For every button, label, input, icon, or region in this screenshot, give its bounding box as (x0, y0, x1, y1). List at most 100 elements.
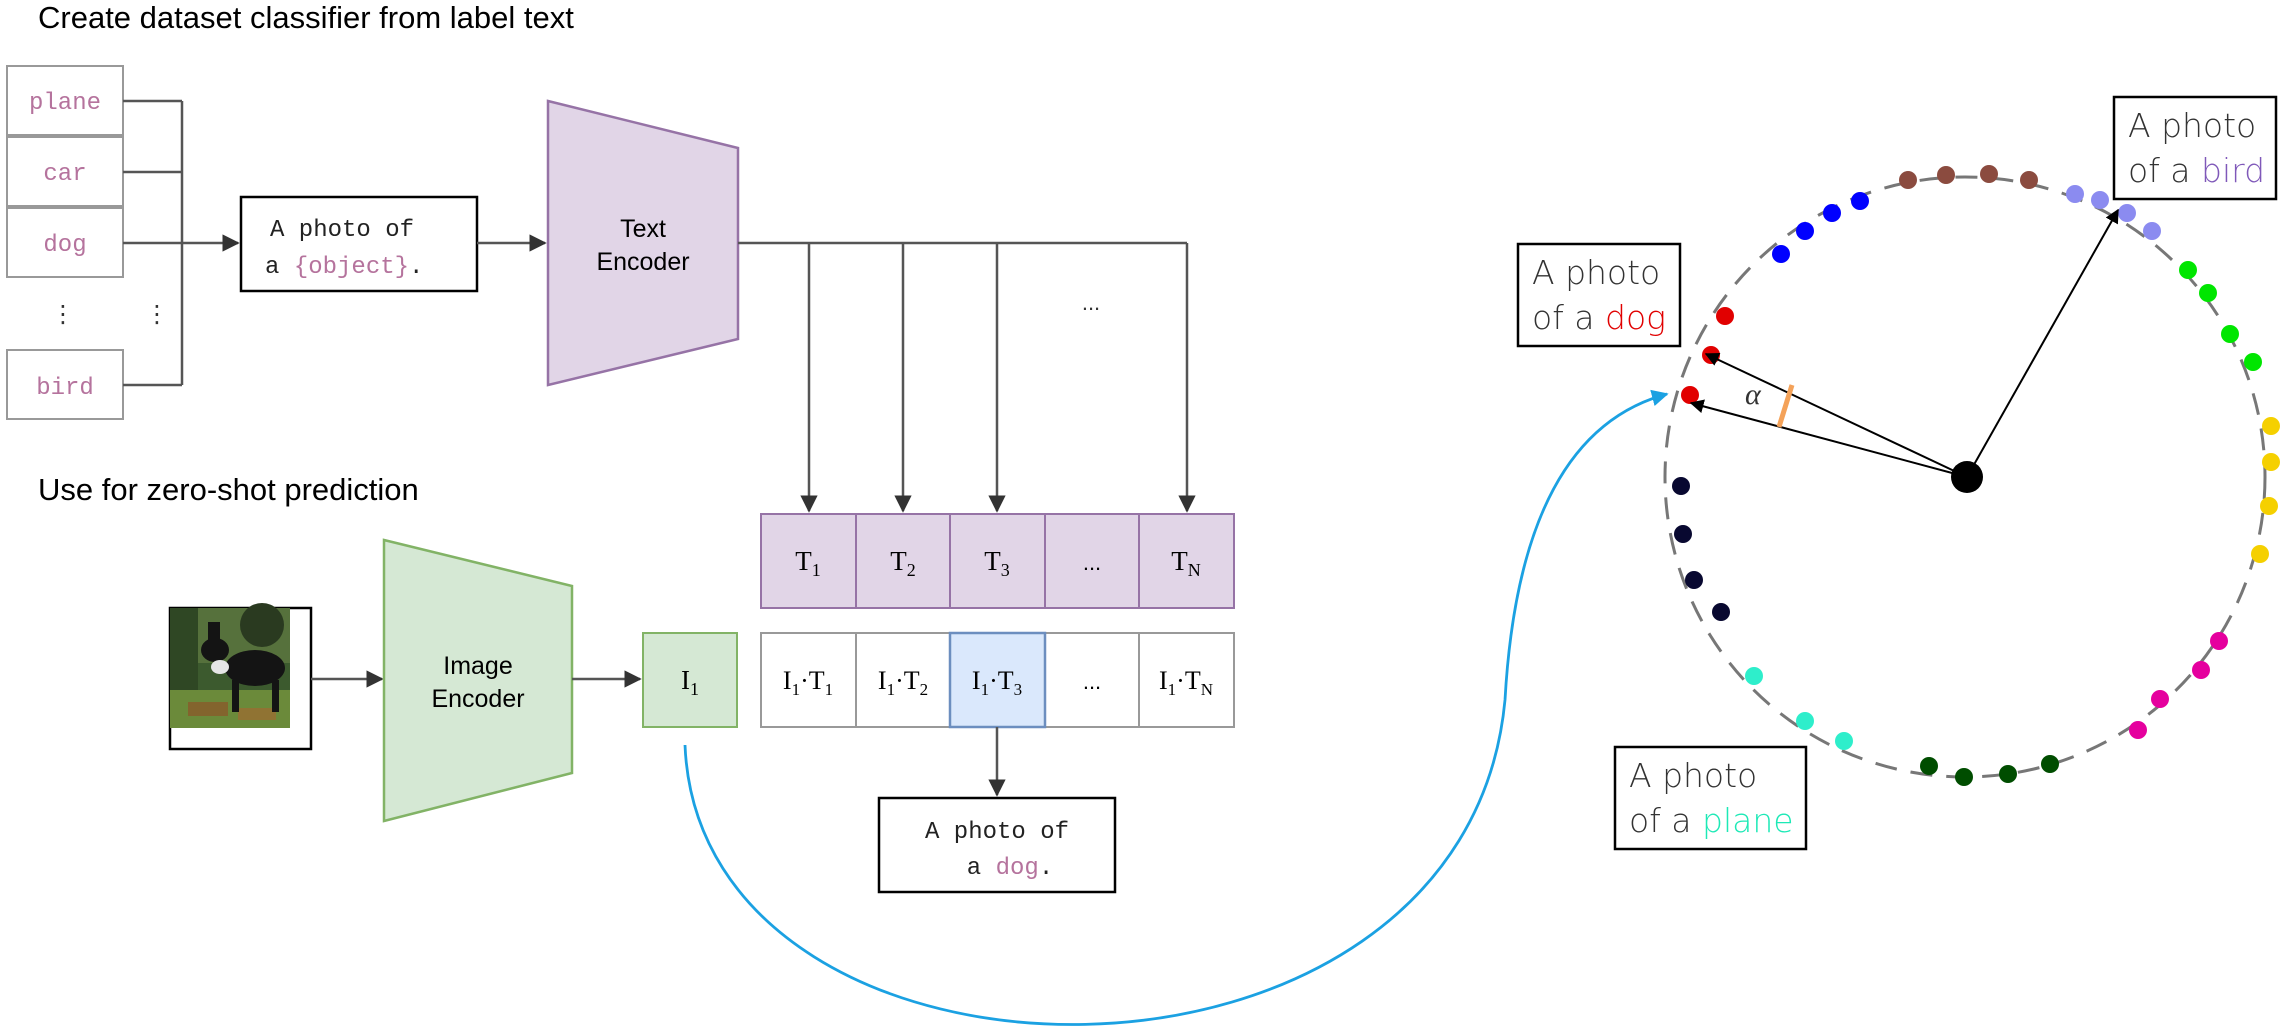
embedding-point (2091, 191, 2109, 209)
embedding-point (1999, 765, 2017, 783)
text-encoder (546, 99, 740, 387)
embedding-point (2020, 171, 2038, 189)
image-vector (1689, 399, 1968, 478)
callout-dog-line2: of a dog (1532, 298, 1666, 337)
embedding-point (1681, 386, 1699, 404)
text-fanout-ellipsis: ... (1082, 290, 1100, 315)
text-embedding-cell (855, 513, 951, 609)
callout-dog-line1: A photo (1532, 253, 1660, 292)
text-embedding-cell (949, 513, 1046, 609)
prediction-line2: a dog. (967, 855, 1053, 882)
callout-bird-line2: of a bird (2128, 151, 2265, 190)
embedding-point (2151, 690, 2169, 708)
dog-vector (1704, 353, 1968, 478)
embedding-vectors (1689, 208, 2119, 478)
label-text-bird: bird (36, 375, 94, 402)
image-embedding-cell (642, 632, 738, 728)
similarity-cell-highlighted (948, 631, 1047, 729)
similarity-label: I1·T3 (972, 666, 1022, 699)
callout-bird-line1: A photo (2128, 106, 2256, 145)
prediction-line1: A photo of (925, 819, 1069, 846)
embedding-point (2262, 417, 2280, 435)
embedding-projection-curve (683, 389, 1669, 1026)
embedding-point (2210, 632, 2228, 650)
similarity-cell (760, 632, 857, 728)
callout-plane (1613, 745, 1808, 851)
class-embedding-points (1672, 165, 2280, 786)
embedding-point (1745, 667, 1763, 685)
embedding-point (1851, 192, 1869, 210)
text-embedding-row: T1 T2 T3 ... TN (760, 513, 1235, 609)
text-embedding-cell (1138, 513, 1235, 609)
callout-plane-line2: of a plane (1629, 801, 1794, 840)
embedding-point (2179, 261, 2197, 279)
text-embedding-cell (760, 513, 857, 609)
template-placeholder: {object} (294, 254, 409, 281)
callout-plane-line1: A photo (1629, 756, 1757, 795)
embedding-point (2199, 284, 2217, 302)
prediction-box (877, 796, 1117, 894)
similarity-row: I1·T1 I1·T2 I1·T3 ... I1·TN (760, 631, 1235, 729)
embedding-point (2221, 325, 2239, 343)
embedding-point (1674, 525, 1692, 543)
embedding-point (2143, 222, 2161, 240)
bird-vector (1966, 208, 2119, 478)
classifier-title: Create dataset classifier from label tex… (38, 0, 574, 35)
label-box-dog (6, 207, 124, 278)
text-encoder-line1: Text (620, 215, 666, 243)
callout-dog (1516, 242, 1682, 348)
text-embedding-label: T2 (890, 546, 916, 580)
callout-plane-object: plane (1702, 801, 1794, 840)
label-connector-ellipsis: ⋮ (145, 301, 169, 328)
embedding-point (1899, 171, 1917, 189)
embedding-point (2192, 661, 2210, 679)
text-embedding-label: T1 (795, 546, 821, 580)
prediction-object: dog (996, 855, 1039, 882)
text-embedding-label: TN (1171, 546, 1201, 580)
text-encoder-line2: Encoder (596, 248, 689, 276)
similarity-label: I1·T2 (878, 666, 928, 699)
embedding-point (2262, 453, 2280, 471)
image-encoder-line2: Encoder (431, 685, 524, 713)
angle-arc (1776, 384, 1795, 428)
embedding-point (1716, 307, 1734, 325)
embedding-point (1772, 245, 1790, 263)
embedding-point (1980, 165, 1998, 183)
text-embedding-ellipsis: ... (1083, 550, 1101, 575)
label-ellipsis: ⋮ (51, 301, 75, 328)
dog-photo (170, 603, 290, 728)
sphere-origin (1951, 461, 1983, 493)
embedding-point (1796, 222, 1814, 240)
embedding-point (1835, 732, 1853, 750)
embedding-point (1955, 768, 1973, 786)
embedding-point (2118, 204, 2136, 222)
embedding-point (1702, 346, 1720, 364)
embedding-point (1796, 712, 1814, 730)
label-list: plane car dog bird ⋮ ⋮ (6, 65, 169, 420)
angle-label: α (1745, 378, 1762, 411)
similarity-cell (1044, 632, 1140, 728)
embedding-point (1672, 477, 1690, 495)
embedding-point (1823, 204, 1841, 222)
embedding-point (1712, 603, 1730, 621)
embedding-point (2260, 497, 2278, 515)
callout-dog-object: dog (1605, 298, 1666, 337)
zeroshot-title: Use for zero-shot prediction (38, 472, 419, 507)
embedding-point (1937, 166, 1955, 184)
image-embedding-label: I1 (681, 665, 699, 699)
template-line1: A photo of (270, 217, 414, 244)
embedding-point (2244, 353, 2262, 371)
callout-bird (2112, 95, 2278, 201)
label-text-car: car (43, 161, 86, 188)
text-embedding-label: T3 (984, 546, 1010, 580)
label-text-dog: dog (43, 232, 86, 259)
embedding-point (2251, 545, 2269, 563)
similarity-ellipsis: ... (1083, 669, 1101, 694)
label-text-plane: plane (29, 90, 101, 117)
embedding-point (1685, 571, 1703, 589)
text-embedding-arrows (738, 241, 1196, 513)
label-box-car (6, 136, 124, 207)
embedding-point (2129, 721, 2147, 739)
image-encoder-line1: Image (443, 652, 512, 680)
